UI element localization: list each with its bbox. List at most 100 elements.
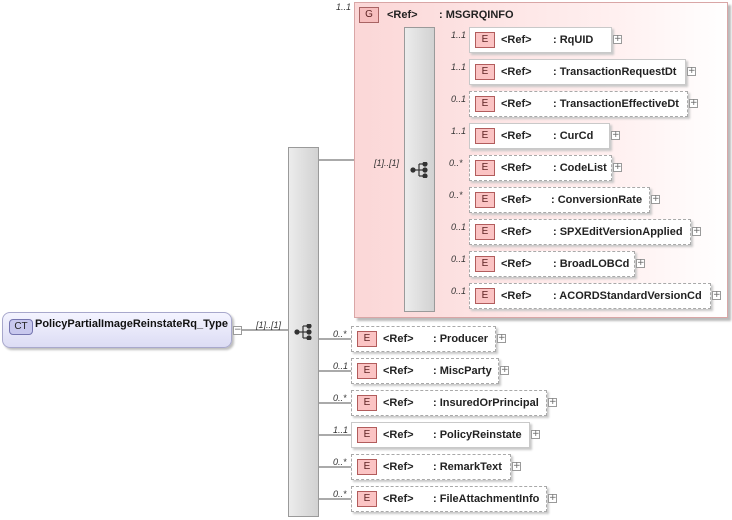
element-producer[interactable]: E <Ref> : Producer xyxy=(351,326,496,352)
element-ref-label: <Ref> xyxy=(383,429,414,441)
expand-toggle[interactable]: + xyxy=(636,258,645,268)
expand-toggle[interactable]: + xyxy=(500,365,509,375)
expand-toggle[interactable]: + xyxy=(692,226,701,236)
expand-toggle[interactable]: + xyxy=(689,98,698,108)
element-name: : InsuredOrPrincipal xyxy=(433,397,539,409)
element-multiplicity: 0..* xyxy=(333,393,347,403)
expand-toggle[interactable]: + xyxy=(531,429,540,439)
complex-type-node[interactable]: CT PolicyPartialImageReinstateRq_Type xyxy=(2,312,232,348)
element-multiplicity: 1..1 xyxy=(451,62,467,72)
element-badge: E xyxy=(475,32,495,48)
element-ref-label: <Ref> xyxy=(501,66,532,78)
element-badge: E xyxy=(475,128,495,144)
element-badge: E xyxy=(475,224,495,240)
element-badge: E xyxy=(475,288,495,304)
element-name: : RemarkText xyxy=(433,461,502,473)
element-insuredorprincipal[interactable]: E <Ref> : InsuredOrPrincipal xyxy=(351,390,547,416)
complex-type-badge: CT xyxy=(9,319,33,335)
expand-toggle[interactable]: + xyxy=(712,290,721,300)
element-codelist[interactable]: E <Ref> : CodeList xyxy=(469,155,612,181)
sequence-icon xyxy=(293,324,312,340)
group-name: : MSGRQINFO xyxy=(439,9,514,21)
element-multiplicity: 1..1 xyxy=(333,425,349,435)
element-miscparty[interactable]: E <Ref> : MiscParty xyxy=(351,358,499,384)
expand-toggle[interactable]: + xyxy=(512,461,521,471)
element-name: : RqUID xyxy=(553,34,594,46)
element-ref-label: <Ref> xyxy=(501,226,532,238)
group-multiplicity: 1..1 xyxy=(336,2,352,12)
element-multiplicity: 0..1 xyxy=(333,361,349,371)
element-ref-label: <Ref> xyxy=(501,34,532,46)
element-broadlobcd[interactable]: E <Ref> : BroadLOBCd xyxy=(469,251,635,277)
root-sequence-compositor[interactable] xyxy=(288,147,319,517)
element-name: : TransactionEffectiveDt xyxy=(553,98,679,110)
element-curcd[interactable]: E <Ref> : CurCd xyxy=(469,123,610,149)
expand-toggle[interactable]: + xyxy=(613,162,622,172)
element-multiplicity: 0..* xyxy=(333,457,347,467)
element-multiplicity: 0..1 xyxy=(451,254,467,264)
element-badge: E xyxy=(357,459,377,475)
expand-toggle[interactable]: + xyxy=(548,493,557,503)
group-sequence-multiplicity: [1]..[1] xyxy=(374,158,400,168)
element-multiplicity: 0..1 xyxy=(451,222,467,232)
element-name: : BroadLOBCd xyxy=(553,258,630,270)
expand-toggle[interactable]: + xyxy=(613,34,622,44)
element-ref-label: <Ref> xyxy=(383,397,414,409)
element-ref-label: <Ref> xyxy=(501,258,532,270)
expand-toggle[interactable]: + xyxy=(611,130,620,140)
element-ref-label: <Ref> xyxy=(501,194,532,206)
group-sequence-compositor[interactable] xyxy=(404,27,435,312)
element-multiplicity: 1..1 xyxy=(451,126,467,136)
element-ref-label: <Ref> xyxy=(383,333,414,345)
element-acordstandardversioncd[interactable]: E <Ref> : ACORDStandardVersionCd xyxy=(469,283,711,309)
element-ref-label: <Ref> xyxy=(383,493,414,505)
element-badge: E xyxy=(475,64,495,80)
element-badge: E xyxy=(357,395,377,411)
group-badge: G xyxy=(359,7,379,23)
element-badge: E xyxy=(357,331,377,347)
element-multiplicity: 0..* xyxy=(333,489,347,499)
element-badge: E xyxy=(357,491,377,507)
element-badge: E xyxy=(357,363,377,379)
element-conversionrate[interactable]: E <Ref> : ConversionRate xyxy=(469,187,650,213)
element-name: : MiscParty xyxy=(433,365,492,377)
collapse-toggle[interactable]: − xyxy=(233,325,242,335)
element-badge: E xyxy=(475,160,495,176)
element-name: : CurCd xyxy=(553,130,594,142)
element-fileattachmentinfo[interactable]: E <Ref> : FileAttachmentInfo xyxy=(351,486,547,512)
element-transactioneffectivedt[interactable]: E <Ref> : TransactionEffectiveDt xyxy=(469,91,688,117)
element-multiplicity: 0..* xyxy=(449,190,463,200)
element-ref-label: <Ref> xyxy=(501,130,532,142)
element-name: : ACORDStandardVersionCd xyxy=(553,290,702,302)
element-spxeditversionapplied[interactable]: E <Ref> : SPXEditVersionApplied xyxy=(469,219,691,245)
expand-toggle[interactable]: + xyxy=(651,194,660,204)
complex-type-name: PolicyPartialImageReinstateRq_Type xyxy=(35,318,228,330)
element-ref-label: <Ref> xyxy=(383,365,414,377)
element-multiplicity: 0..1 xyxy=(451,286,467,296)
element-ref-label: <Ref> xyxy=(501,162,532,174)
element-badge: E xyxy=(357,427,377,443)
element-name: : SPXEditVersionApplied xyxy=(553,226,683,238)
element-badge: E xyxy=(475,256,495,272)
element-multiplicity: 0..* xyxy=(333,329,347,339)
expand-toggle[interactable]: + xyxy=(497,333,506,343)
element-name: : TransactionRequestDt xyxy=(553,66,677,78)
element-name: : FileAttachmentInfo xyxy=(433,493,540,505)
element-ref-label: <Ref> xyxy=(501,98,532,110)
expand-toggle[interactable]: + xyxy=(687,66,696,76)
element-transactionrequestdt[interactable]: E <Ref> : TransactionRequestDt xyxy=(469,59,686,85)
element-name: : CodeList xyxy=(553,162,607,174)
element-remarktext[interactable]: E <Ref> : RemarkText xyxy=(351,454,511,480)
element-badge: E xyxy=(475,192,495,208)
root-sequence-multiplicity: [1]..[1] xyxy=(256,320,282,330)
group-ref-label: <Ref> xyxy=(387,9,418,21)
element-policyreinstate[interactable]: E <Ref> : PolicyReinstate xyxy=(351,422,530,448)
element-rquid[interactable]: E <Ref> : RqUID xyxy=(469,27,612,53)
sequence-icon xyxy=(409,161,428,178)
element-ref-label: <Ref> xyxy=(383,461,414,473)
element-multiplicity: 0..1 xyxy=(451,94,467,104)
element-ref-label: <Ref> xyxy=(501,290,532,302)
element-multiplicity: 0..* xyxy=(449,158,463,168)
element-badge: E xyxy=(475,96,495,112)
expand-toggle[interactable]: + xyxy=(548,397,557,407)
